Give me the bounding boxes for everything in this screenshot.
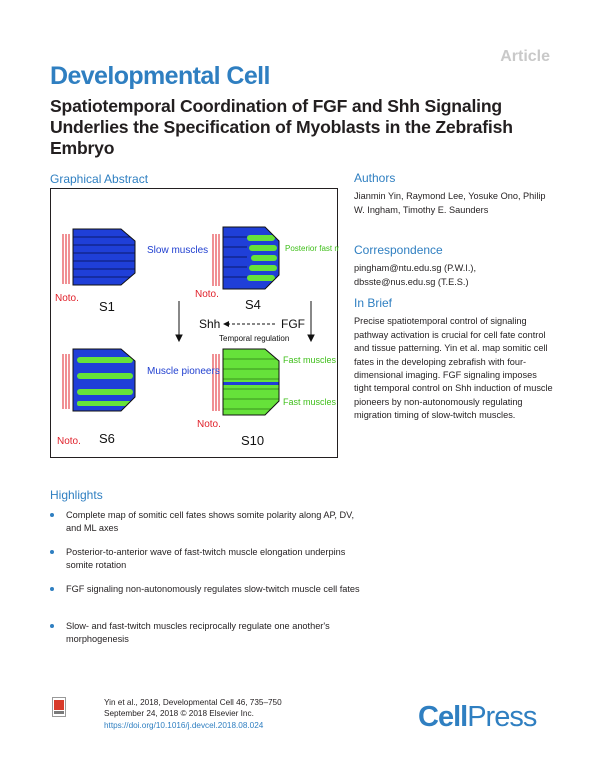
label-fast-muscles-bottom: Fast muscles: [283, 397, 337, 407]
highlights-label: Highlights: [50, 488, 103, 502]
highlight-text: Slow- and fast-twitch muscles reciprocal…: [66, 621, 330, 645]
label-posterior-fast: Posterior fast muscle progenitors: [285, 244, 339, 253]
authors-list: Jianmin Yin, Raymond Lee, Yosuke Ono, Ph…: [354, 191, 546, 215]
bullet-icon: [50, 550, 54, 554]
bullet-icon: [50, 513, 54, 517]
doi-link[interactable]: https://doi.org/10.1016/j.devcel.2018.08…: [104, 720, 264, 730]
correspondence-email-1[interactable]: pingham@ntu.edu.sg (P.W.I.),: [354, 263, 477, 274]
footer-citation-block: Yin et al., 2018, Developmental Cell 46,…: [104, 697, 282, 731]
authors-section: Authors Jianmin Yin, Raymond Lee, Yosuke…: [354, 171, 554, 217]
highlight-text: FGF signaling non-autonomously regulates…: [66, 584, 360, 594]
label-temporal-regulation: Temporal regulation: [219, 334, 289, 343]
correspondence-label: Correspondence: [354, 243, 443, 257]
cellpress-logo-cell: Cell: [418, 701, 468, 733]
open-access-icon: [52, 697, 66, 717]
graphical-abstract-svg: Slow muscles Posterior fast muscle proge…: [55, 226, 402, 448]
label-muscle-pioneers: Muscle pioneers: [147, 366, 220, 377]
label-noto-s4: Noto.: [195, 289, 219, 300]
cellpress-logo-press: Press: [467, 701, 537, 733]
label-noto-s1: Noto.: [55, 293, 79, 304]
graphical-abstract-figure: Slow muscles Posterior fast muscle proge…: [50, 188, 402, 458]
label-shh: Shh: [199, 317, 220, 331]
correspondence-email-2[interactable]: dbsste@nus.edu.sg (T.E.S.): [354, 276, 469, 287]
highlight-item: Posterior-to-anterior wave of fast-twitc…: [50, 546, 370, 573]
cellpress-logo[interactable]: CellPress: [418, 701, 537, 734]
highlight-item: FGF signaling non-autonomously regulates…: [50, 583, 370, 596]
article-title: Spatiotemporal Coordination of FGF and S…: [50, 96, 513, 158]
label-noto-s6: Noto.: [57, 436, 81, 447]
publication-date: September 24, 2018 © 2018 Elsevier Inc.: [104, 709, 254, 719]
graphical-abstract-label: Graphical Abstract: [50, 172, 149, 186]
bullet-icon: [50, 624, 54, 628]
highlight-text: Posterior-to-anterior wave of fast-twitc…: [66, 547, 346, 571]
stage-s1: S1: [99, 299, 115, 314]
highlight-item: Complete map of somitic cell fates shows…: [50, 509, 370, 536]
bullet-icon: [50, 587, 54, 591]
in-brief-text: Precise spatiotemporal control of signal…: [354, 316, 553, 421]
authors-label: Authors: [354, 171, 396, 185]
highlight-item: Slow- and fast-twitch muscles reciprocal…: [50, 620, 370, 647]
journal-name[interactable]: Developmental Cell: [50, 62, 270, 90]
highlight-text: Complete map of somitic cell fates shows…: [66, 510, 355, 534]
in-brief-section: In Brief Precise spatiotemporal control …: [354, 296, 554, 423]
stage-s4: S4: [245, 297, 261, 312]
label-fast-muscles-top: Fast muscles: [283, 355, 337, 365]
article-type-tag: Article: [500, 48, 550, 65]
label-noto-s10: Noto.: [197, 419, 221, 430]
in-brief-label: In Brief: [354, 296, 393, 310]
stage-s6: S6: [99, 431, 115, 446]
label-fgf: FGF: [281, 317, 305, 331]
correspondence-section: Correspondence pingham@ntu.edu.sg (P.W.I…: [354, 243, 554, 289]
label-slow-muscles: Slow muscles: [147, 245, 208, 256]
citation: Yin et al., 2018, Developmental Cell 46,…: [104, 698, 282, 707]
stage-s10: S10: [241, 433, 264, 448]
